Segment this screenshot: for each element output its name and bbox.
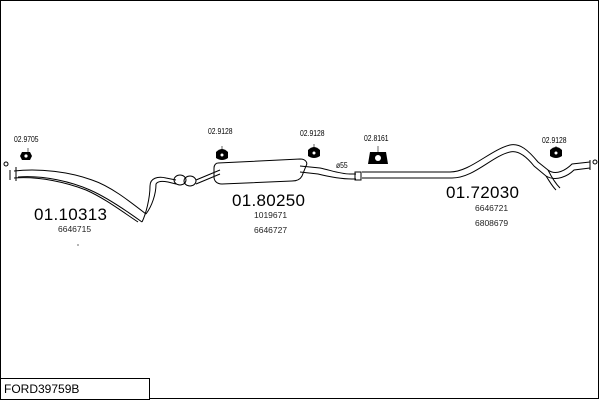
rubber-hanger-icon-3 (550, 147, 562, 158)
part-number-rear-pipe: 01.72030 (446, 183, 520, 202)
hardware-label-02-9705: 02.9705 (14, 135, 39, 144)
oem-number: 1019671 (254, 210, 288, 220)
part-number-centre-muffler: 01.80250 (232, 191, 306, 210)
reference-code: FORD39759B (0, 378, 150, 400)
part-number-front-pipe: 01.10313 (34, 205, 108, 224)
hardware-label-1: 02.9128 (208, 127, 233, 136)
hardware-label-02-8161: 02.8161 (364, 134, 389, 143)
oem-number: 6646721 (475, 203, 509, 213)
rubber-hanger-icon-1 (216, 149, 228, 160)
front-pipe (3, 161, 177, 223)
rear-pipe (362, 144, 598, 191)
hardware-label-2: 02.9128 (300, 129, 325, 138)
gasket-icon-02-9705 (20, 152, 32, 160)
diameter-label: ø55 (336, 161, 348, 170)
clamp (354, 171, 362, 181)
mounting-bracket-icon (368, 152, 388, 164)
oem-number: 6646727 (254, 225, 288, 235)
oem-number: 6646715 (58, 224, 92, 234)
hardware-label-3: 02.9128 (542, 136, 567, 145)
oem-number: 6808679 (475, 218, 509, 228)
pipe-coupling (173, 169, 221, 187)
rubber-hanger-icon-2 (308, 147, 320, 158)
centre-muffler (213, 158, 356, 185)
